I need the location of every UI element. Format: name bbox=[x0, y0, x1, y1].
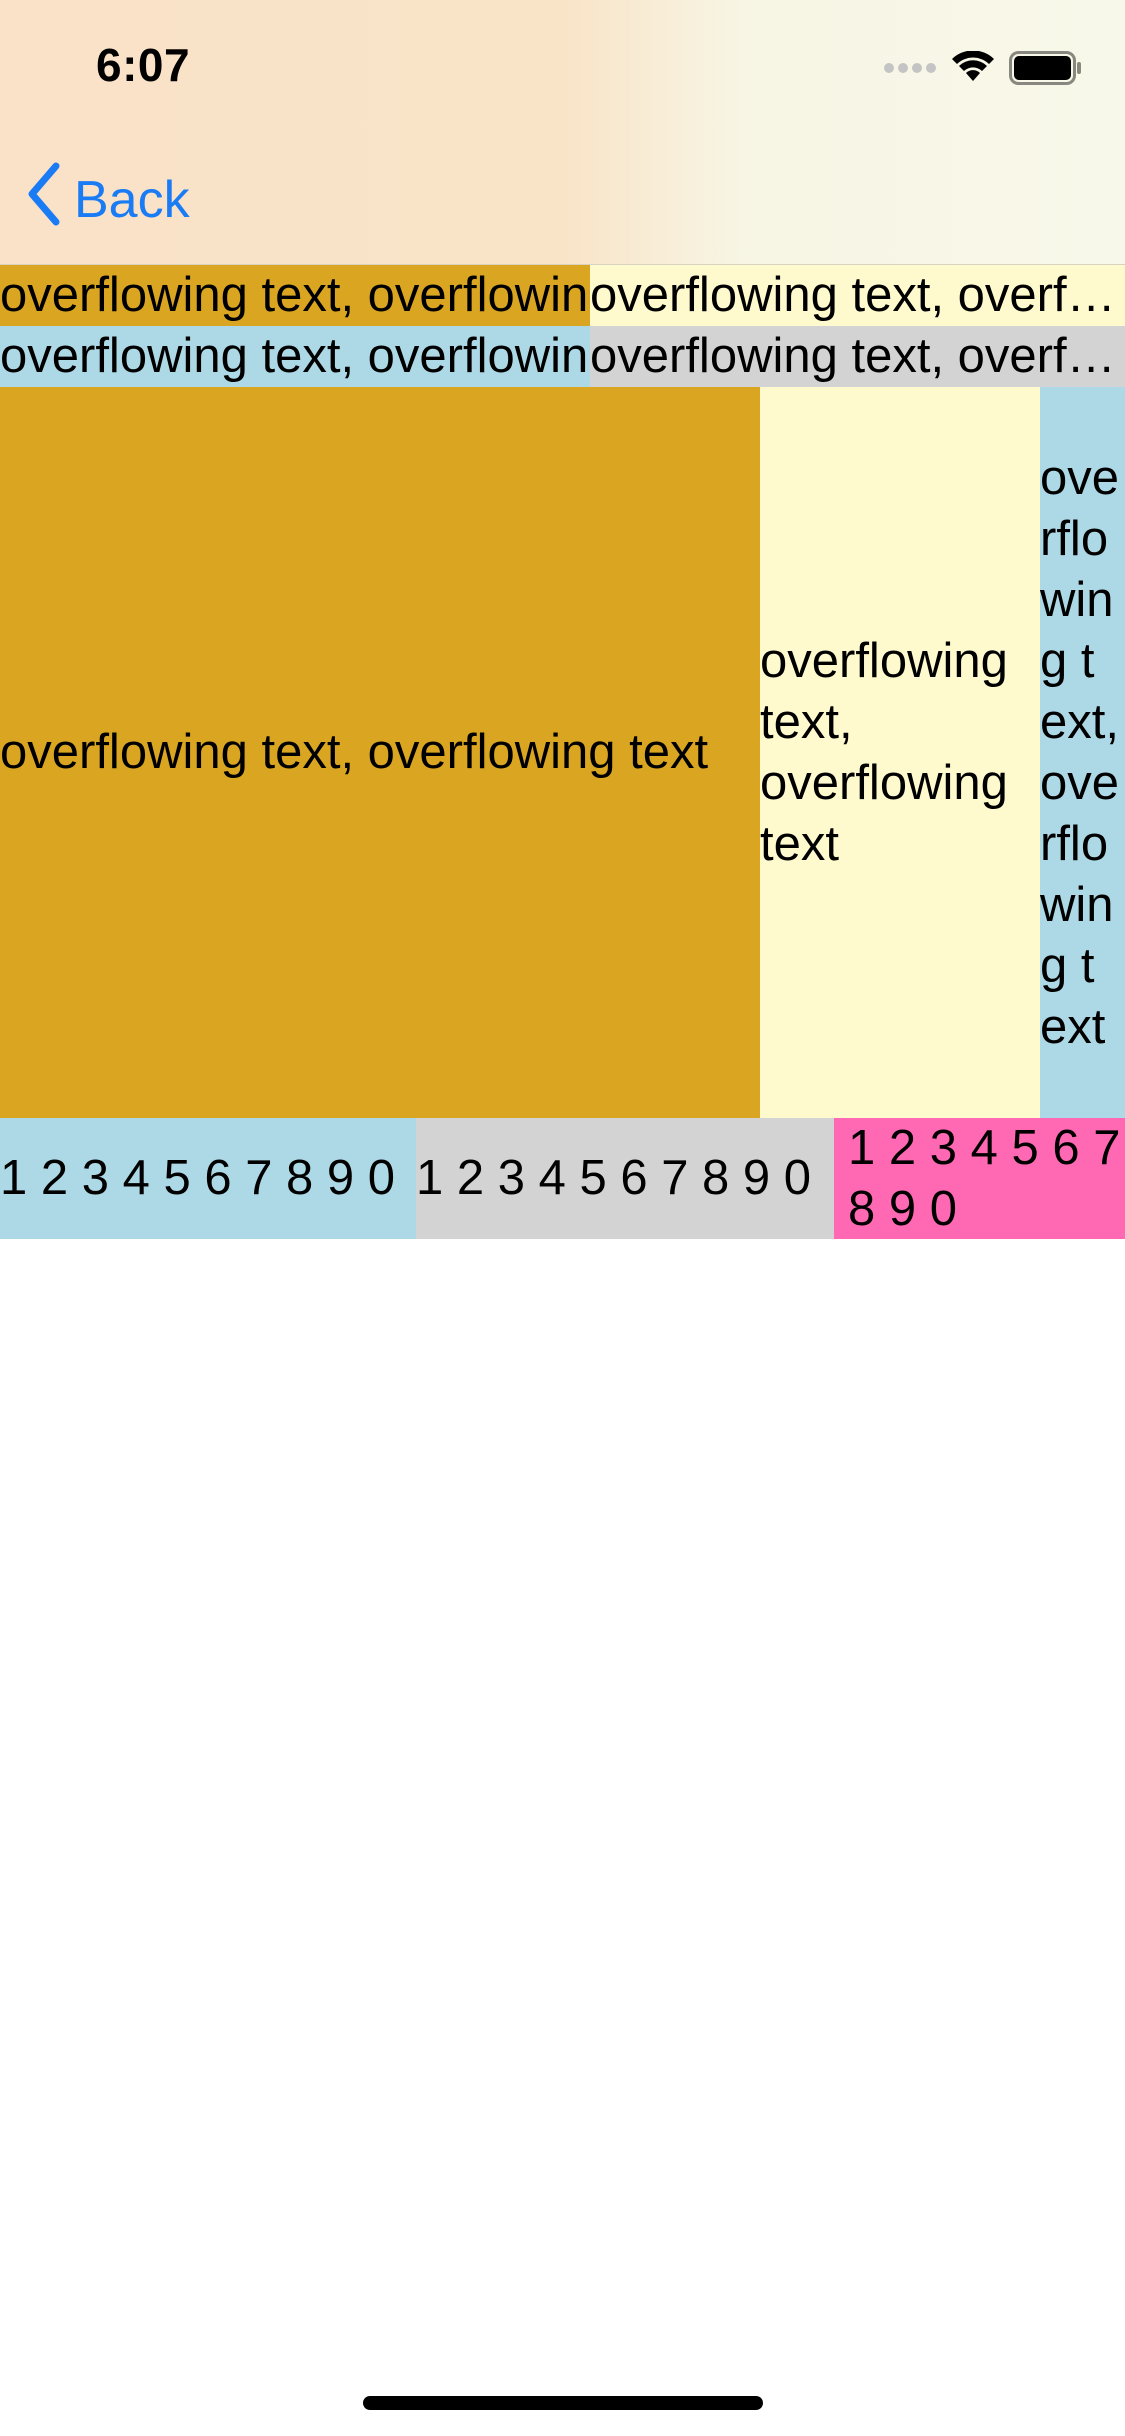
row2-cell-right: overflowing text, overflowing text bbox=[590, 326, 1125, 387]
text-row-3: overflowing text, overflowing text overf… bbox=[0, 387, 1125, 1118]
battery-icon bbox=[1009, 50, 1083, 90]
row1-cell-right: overflowing text, overflowing text bbox=[590, 265, 1125, 326]
navigation-header: 6:07 bbox=[0, 0, 1125, 265]
row3-cell-medium-text: overflowing text, overflowing text bbox=[760, 633, 1008, 871]
back-label: Back bbox=[74, 171, 190, 229]
row4-cell-3-text: 1 2 3 4 5 6 7 8 9 0 bbox=[848, 1120, 1121, 1236]
row3-cell-wide: overflowing text, overflowing text bbox=[0, 387, 760, 1118]
row3-cell-wide-text: overflowing text, overflowing text bbox=[0, 725, 709, 779]
home-indicator[interactable] bbox=[363, 2396, 763, 2410]
text-row-1: overflowing text, overflowing text overf… bbox=[0, 265, 1125, 326]
row4-cell-3: 1 2 3 4 5 6 7 8 9 0 bbox=[834, 1118, 1125, 1239]
status-icons bbox=[883, 49, 1083, 90]
text-row-2: overflowing text, overflowing text overf… bbox=[0, 326, 1125, 387]
back-button[interactable]: Back bbox=[24, 160, 190, 240]
row3-cell-narrow: overflowing text, overflowing text bbox=[1040, 387, 1125, 1118]
chevron-left-icon bbox=[24, 161, 64, 240]
row2-cell-left: overflowing text, overflowing text bbox=[0, 326, 590, 387]
number-row: 1 2 3 4 5 6 7 8 9 0 1 2 3 4 5 6 7 8 9 0 … bbox=[0, 1118, 1125, 1239]
row4-cell-1: 1 2 3 4 5 6 7 8 9 0 bbox=[0, 1118, 416, 1239]
row3-cell-narrow-text: overflowing text, overflowing text bbox=[1040, 450, 1120, 1054]
status-time: 6:07 bbox=[96, 39, 191, 91]
row4-cell-1-text: 1 2 3 4 5 6 7 8 9 0 bbox=[0, 1151, 396, 1205]
row3-cell-medium: overflowing text, overflowing text bbox=[760, 387, 1040, 1118]
row4-cell-2: 1 2 3 4 5 6 7 8 9 0 bbox=[416, 1118, 834, 1239]
row4-cell-2-text: 1 2 3 4 5 6 7 8 9 0 bbox=[416, 1151, 812, 1205]
signal-icon bbox=[883, 61, 937, 80]
row1-cell-left: overflowing text, overflowing text bbox=[0, 265, 590, 326]
wifi-icon bbox=[951, 49, 995, 90]
